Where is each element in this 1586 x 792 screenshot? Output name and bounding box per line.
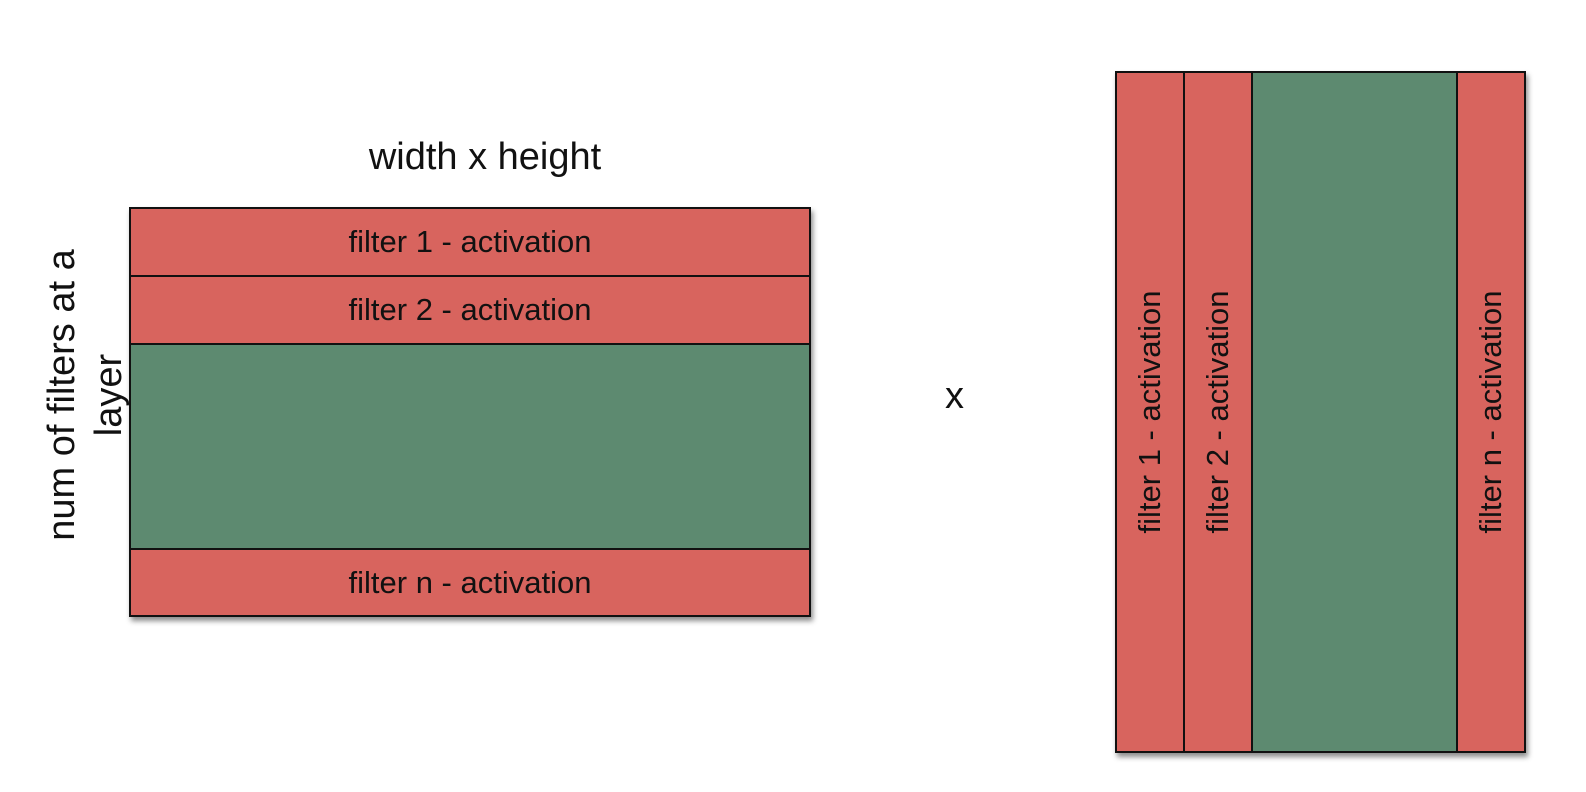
multiplication-sign: x — [945, 375, 964, 417]
matrix-row-filter-n: filter n - activation — [129, 548, 811, 617]
row-label: filter 2 - activation — [348, 292, 592, 327]
column-label: filter n - activation — [1473, 290, 1508, 534]
matrix-column-filter-2: filter 2 - activation — [1183, 71, 1253, 753]
column-label: filter 2 - activation — [1200, 290, 1235, 534]
activation-matrix: filter 1 - activation filter 2 - activat… — [129, 207, 811, 617]
matrix-row-filter-2: filter 2 - activation — [129, 275, 811, 345]
column-label: filter 1 - activation — [1132, 290, 1167, 534]
num-filters-label: num of filters at a layer — [41, 249, 130, 541]
row-label: filter n - activation — [348, 564, 592, 600]
matrix-row-filter-1: filter 1 - activation — [129, 207, 811, 277]
matrix-column-filter-n: filter n - activation — [1456, 71, 1526, 753]
matrix-middle-rows — [129, 343, 811, 551]
row-label: filter 1 - activation — [348, 224, 592, 259]
transposed-activation-matrix: filter 1 - activation filter 2 - activat… — [1115, 71, 1526, 753]
width-height-label: width x height — [368, 136, 602, 178]
matrix-middle-columns — [1251, 71, 1459, 753]
matrix-column-filter-1: filter 1 - activation — [1115, 71, 1185, 753]
